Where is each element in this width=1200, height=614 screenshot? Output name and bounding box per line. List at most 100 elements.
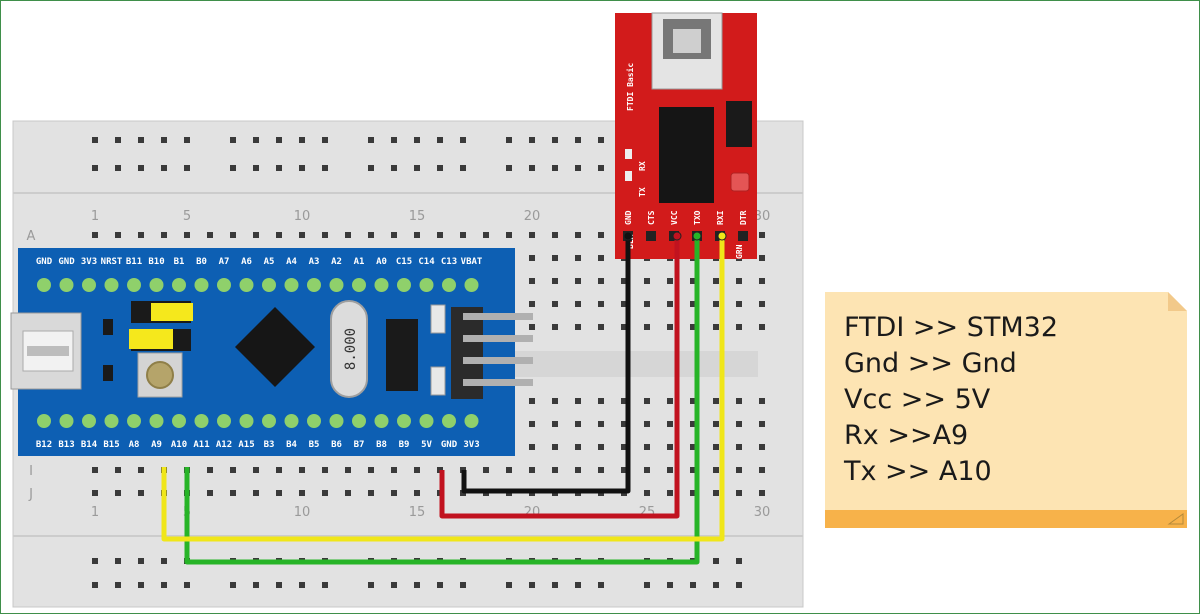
wire-end <box>623 231 633 241</box>
breadboard-hole <box>299 165 305 171</box>
breadboard-hole <box>736 558 742 564</box>
breadboard-hole <box>759 301 765 307</box>
rx-led-label: RX <box>638 161 647 171</box>
breadboard-hole <box>713 582 719 588</box>
note-bottom-bar <box>825 510 1187 528</box>
note-resize-grip <box>1167 513 1184 525</box>
breadboard-hole <box>529 255 535 261</box>
column-number-top: 1 <box>91 209 99 224</box>
ftdi-side-label-grn: GRN <box>735 244 744 259</box>
breadboard-hole <box>414 137 420 143</box>
breadboard-hole <box>552 398 558 404</box>
voltage-regulator <box>386 319 418 391</box>
breadboard-hole <box>460 137 466 143</box>
breadboard-hole <box>736 467 742 473</box>
smd-resistor-2 <box>430 366 446 396</box>
breadboard-hole <box>598 301 604 307</box>
breadboard-hole <box>575 232 581 238</box>
breadboard-hole <box>598 278 604 284</box>
usb-tongue <box>27 346 69 356</box>
stm32-top-pin-label: A4 <box>286 257 297 267</box>
breadboard-hole <box>299 490 305 496</box>
breadboard-hole <box>506 137 512 143</box>
breadboard-hole <box>713 398 719 404</box>
stm32-bottom-pin-label: B13 <box>58 440 74 450</box>
column-number-bottom: 1 <box>91 505 99 520</box>
breadboard-hole <box>322 137 328 143</box>
stm32-mcu-chip <box>235 307 315 387</box>
breadboard-hole <box>621 444 627 450</box>
breadboard-hole <box>92 467 98 473</box>
stm32-bottom-pin-label: A11 <box>193 440 209 450</box>
stm32-bottom-pin-label: 5V <box>421 440 432 450</box>
breadboard-hole <box>184 165 190 171</box>
breadboard-hole <box>621 324 627 330</box>
breadboard-hole <box>437 137 443 143</box>
breadboard-hole <box>736 582 742 588</box>
wire-end <box>672 231 682 241</box>
breadboard-hole <box>575 165 581 171</box>
breadboard-hole <box>253 582 259 588</box>
breadboard-hole <box>138 582 144 588</box>
breadboard-hole <box>644 444 650 450</box>
stm32-bottom-pin <box>374 414 389 428</box>
breadboard-hole <box>690 421 696 427</box>
breadboard-hole <box>115 232 121 238</box>
breadboard-hole <box>184 232 190 238</box>
breadboard-hole <box>506 232 512 238</box>
breadboard-hole <box>437 165 443 171</box>
breadboard-hole <box>736 278 742 284</box>
breadboard-hole <box>552 232 558 238</box>
breadboard-hole <box>667 278 673 284</box>
note-line-header: FTDI >> STM32 <box>844 312 1058 343</box>
stm32-bottom-pin-label: B3 <box>264 440 275 450</box>
stm32-top-pin-label: A2 <box>331 257 342 267</box>
breadboard-hole <box>552 301 558 307</box>
stm32-bottom-pin <box>149 414 164 428</box>
ftdi-pin <box>738 231 748 241</box>
wire-end <box>717 231 727 241</box>
swd-header-pin-2 <box>463 335 533 342</box>
breadboard-hole <box>207 490 213 496</box>
stm32-top-pin <box>397 278 411 292</box>
stm32-top-pin-label: A3 <box>309 257 320 267</box>
stm32-bottom-pin <box>59 414 74 428</box>
breadboard-hole <box>529 278 535 284</box>
stm32-bottom-pin-label: GND <box>441 440 458 450</box>
stm32-bottom-pin-label: B4 <box>286 440 297 450</box>
stm32-bottom-pin <box>352 414 366 428</box>
smd-led <box>103 319 113 335</box>
breadboard-hole <box>253 165 259 171</box>
ftdi-pin-label: RXI <box>716 210 725 225</box>
breadboard-hole <box>138 165 144 171</box>
breadboard-hole <box>736 490 742 496</box>
breadboard-hole <box>115 582 121 588</box>
breadboard-hole <box>184 137 190 143</box>
breadboard-hole <box>552 137 558 143</box>
breadboard-hole <box>644 421 650 427</box>
wire-gnd <box>461 236 631 494</box>
breadboard-hole <box>759 324 765 330</box>
breadboard-hole <box>575 398 581 404</box>
row-letter: A <box>27 229 36 244</box>
breadboard-hole <box>345 232 351 238</box>
breadboard-hole <box>667 490 673 496</box>
breadboard-hole <box>460 165 466 171</box>
breadboard-hole <box>414 467 420 473</box>
breadboard-hole <box>575 582 581 588</box>
ftdi-pin-label: VCC <box>670 210 679 225</box>
stm32-top-pin <box>464 278 479 292</box>
breadboard-hole <box>529 421 535 427</box>
stm32-bottom-pin <box>284 414 299 428</box>
breadboard-hole <box>322 582 328 588</box>
breadboard-hole <box>276 582 282 588</box>
stm32-top-pin-label: B1 <box>174 257 185 267</box>
wire-tx <box>184 236 700 565</box>
breadboard-hole <box>253 232 259 238</box>
breadboard-hole <box>575 301 581 307</box>
breadboard-hole <box>138 558 144 564</box>
breadboard-hole <box>529 324 535 330</box>
